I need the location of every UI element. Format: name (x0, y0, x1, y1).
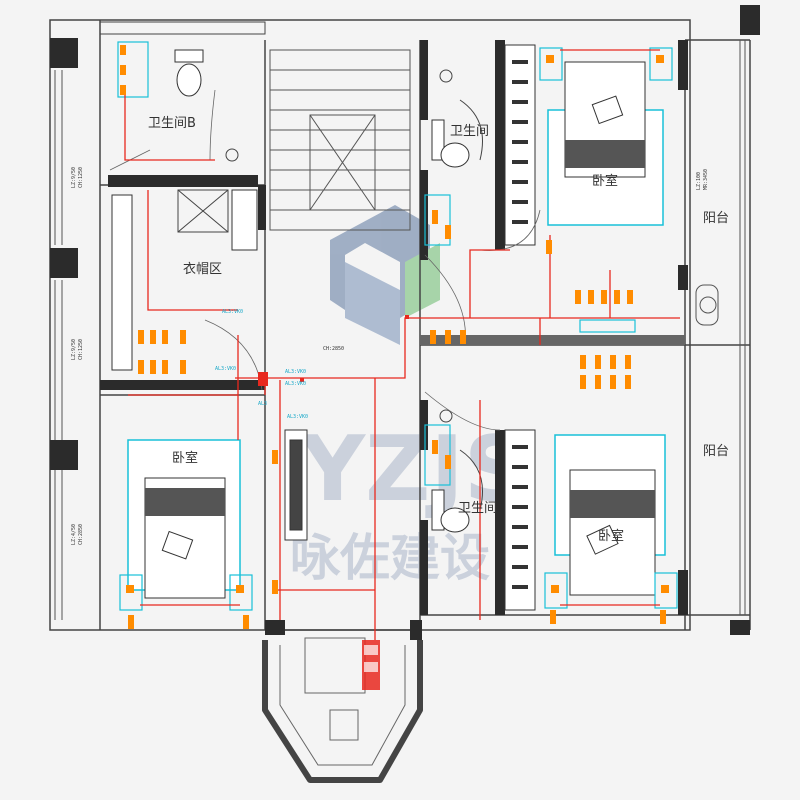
dim-left-2b: CH:1250 (78, 339, 84, 360)
room-label-bedroom-top-right: 卧室 (592, 173, 618, 189)
bed-top-right (547, 61, 664, 226)
wardrobes (111, 44, 536, 611)
dim-right-1a: LZ:100 (696, 172, 702, 190)
room-label-bedroom-left: 卧室 (172, 450, 198, 466)
tv-cabinet (284, 429, 308, 541)
closet-cabinet (177, 189, 229, 233)
dim-left-1b: CH:1250 (78, 167, 84, 188)
bay-window (262, 640, 423, 783)
room-label-balcony-bottom: 阳台 (703, 444, 729, 459)
room-label-bedroom-bottom-right: 卧室 (598, 528, 624, 544)
watermark-latin: YZJS (299, 417, 529, 522)
room-label-closet: 衣帽区 (183, 261, 222, 277)
elevation-tag-3: AL3:VK0 (285, 369, 306, 375)
toilet-bottom (431, 489, 470, 533)
electrical-panel (362, 640, 380, 690)
bed-bottom-right (554, 434, 666, 596)
dim-left-2a: LZ:9/50 (71, 339, 77, 360)
balcony-railings (695, 40, 746, 615)
left-windows (54, 70, 63, 620)
elevation-tags: AL3:VK0 AL3:VK0 AL3:VK0 AL3:VK0 AL3:VK0 … (215, 309, 308, 420)
bed-left (127, 439, 241, 599)
elevation-tag-4: AL3:VK0 (285, 381, 306, 387)
room-label-bathroom-bottom: 卫生间 (458, 501, 497, 516)
dim-right-1b: MR:3450 (703, 169, 709, 190)
room-label-bathroom-top: 卫生间 (450, 124, 489, 139)
dim-center-ch: CH:2850 (323, 346, 344, 352)
devices-red (258, 315, 409, 386)
fixtures-cyan (117, 41, 678, 611)
wardrobe-hangers (512, 60, 528, 589)
room-label-balcony-top: 阳台 (703, 211, 729, 226)
walls (49, 5, 760, 640)
watermark-chinese: 咏佐建设 (290, 529, 490, 587)
room-labels: 卫生间B 卫生间 卫生间 衣帽区 卧室 卧室 卧室 阳台 阳台 (148, 116, 729, 544)
dim-left-3b: CH:2850 (78, 524, 84, 545)
elevation-tag-1: AL3:VK0 (222, 309, 243, 315)
elevation-tag-5: AL3:VK0 (287, 414, 308, 420)
devices-orange (120, 45, 669, 629)
room-label-bathroom-b: 卫生间B (148, 116, 196, 131)
elevation-tag-2: AL3:VK0 (215, 366, 236, 372)
staircase (269, 49, 411, 231)
dim-left-3a: LZ:4/50 (71, 524, 77, 545)
dimension-labels: LZ:9/50 CH:1250 LZ:9/50 CH:1250 LZ:4/50 … (71, 167, 709, 545)
dim-left-1a: LZ:9/50 (71, 167, 77, 188)
toilet-top (431, 119, 470, 168)
toilet-b (174, 49, 204, 97)
watermark: YZJS 咏佐建设 (290, 205, 529, 587)
circuit-wiring (124, 49, 680, 640)
elevation-tag-6: AL3 (258, 401, 267, 407)
